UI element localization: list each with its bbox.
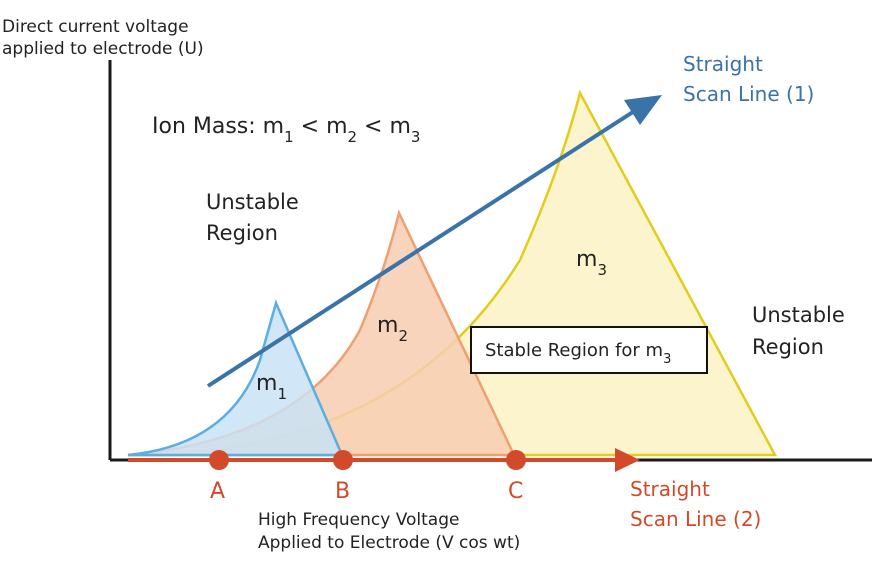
unstable-region-left-line1: Unstable xyxy=(206,190,299,214)
m3-label: m3 xyxy=(576,247,607,279)
m2-label: m2 xyxy=(377,313,408,345)
scan-line-2-label-line1: Straight xyxy=(630,477,710,501)
unstable-region-right-line2: Region xyxy=(752,335,824,359)
x-axis-label-line1: High Frequency Voltage xyxy=(258,510,459,530)
point-b-marker xyxy=(333,450,353,470)
x-axis-label-line2: Applied to Electrode (V cos wt) xyxy=(258,533,520,553)
scan-line-1-label-line1: Straight xyxy=(683,52,763,76)
y-axis-label-line1: Direct current voltage xyxy=(2,17,189,37)
ion-mass-heading: Ion Mass: m1 < m2 < m3 xyxy=(152,114,420,146)
point-b-label: B xyxy=(335,479,350,504)
scan-line-1-label-line2: Scan Line (1) xyxy=(683,82,814,106)
point-c-label: C xyxy=(508,479,523,504)
stable-region-text: Stable Region for m3 xyxy=(485,340,671,367)
scan-line-1 xyxy=(206,108,638,388)
y-axis-label-line2: applied to electrode (U) xyxy=(2,39,204,59)
scan-line-2-label-line2: Scan Line (2) xyxy=(630,507,761,531)
unstable-region-right-line1: Unstable xyxy=(752,303,845,327)
point-a-label: A xyxy=(210,479,225,504)
point-c-marker xyxy=(506,450,526,470)
stable-region-box xyxy=(470,326,708,374)
m1-stability-region xyxy=(127,299,344,457)
m1-label: m1 xyxy=(256,371,287,403)
unstable-region-left-line2: Region xyxy=(206,221,278,245)
point-a-marker xyxy=(209,450,229,470)
scan-line-2-arrowhead xyxy=(615,448,640,472)
scan-line-1-arrowhead xyxy=(624,95,662,125)
